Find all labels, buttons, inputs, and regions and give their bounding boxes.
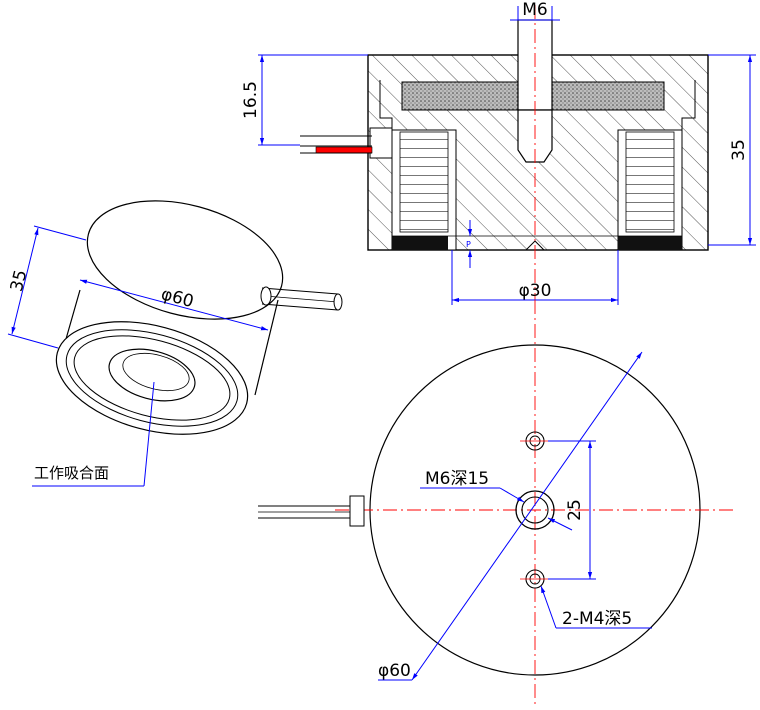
isometric-dimensions	[7, 225, 269, 487]
center-hole-label: M6深15	[425, 469, 489, 489]
iso-center-bore	[108, 348, 196, 402]
plan-dimensions	[378, 351, 652, 681]
face-label: 工作吸合面	[34, 464, 109, 482]
iso-lead-wire	[261, 287, 339, 295]
height-label: 35	[729, 139, 749, 161]
isometric-view	[55, 200, 343, 435]
gap-label: P	[466, 240, 471, 249]
section-view	[300, 5, 709, 300]
coil-winding-left	[399, 131, 449, 233]
depth-label: 16.5	[241, 81, 261, 119]
pole-ring-left	[392, 236, 448, 250]
spacing-label: 25	[565, 499, 585, 521]
section-dimensions	[258, 6, 756, 305]
pole-ring-right	[618, 236, 682, 250]
thread-label: M6	[522, 0, 547, 20]
iso-top-ellipse	[86, 200, 284, 320]
bore-label: φ30	[519, 281, 552, 301]
plan-view	[258, 300, 735, 706]
side-hole-label: 2-M4深5	[562, 609, 632, 629]
plan-diameter-label: φ60	[378, 661, 411, 681]
coil-winding-right	[625, 131, 675, 233]
lead-wire-red	[315, 146, 373, 154]
